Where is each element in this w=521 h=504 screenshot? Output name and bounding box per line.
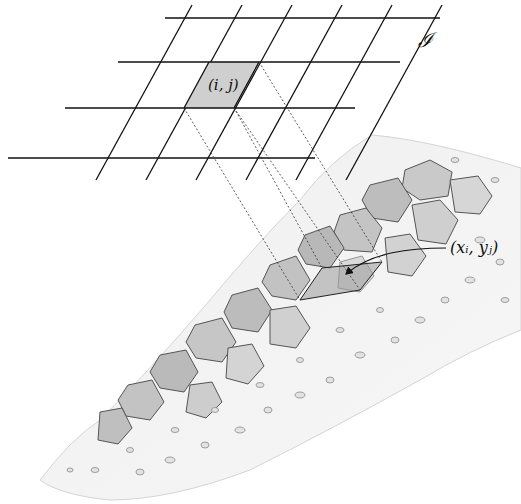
grid-name: ℐ (418, 26, 433, 53)
grid-cell: (i, j) (184, 62, 259, 108)
point-label: (xᵢ, yⱼ) (450, 238, 498, 257)
cell-index: (i, j) (208, 76, 239, 94)
